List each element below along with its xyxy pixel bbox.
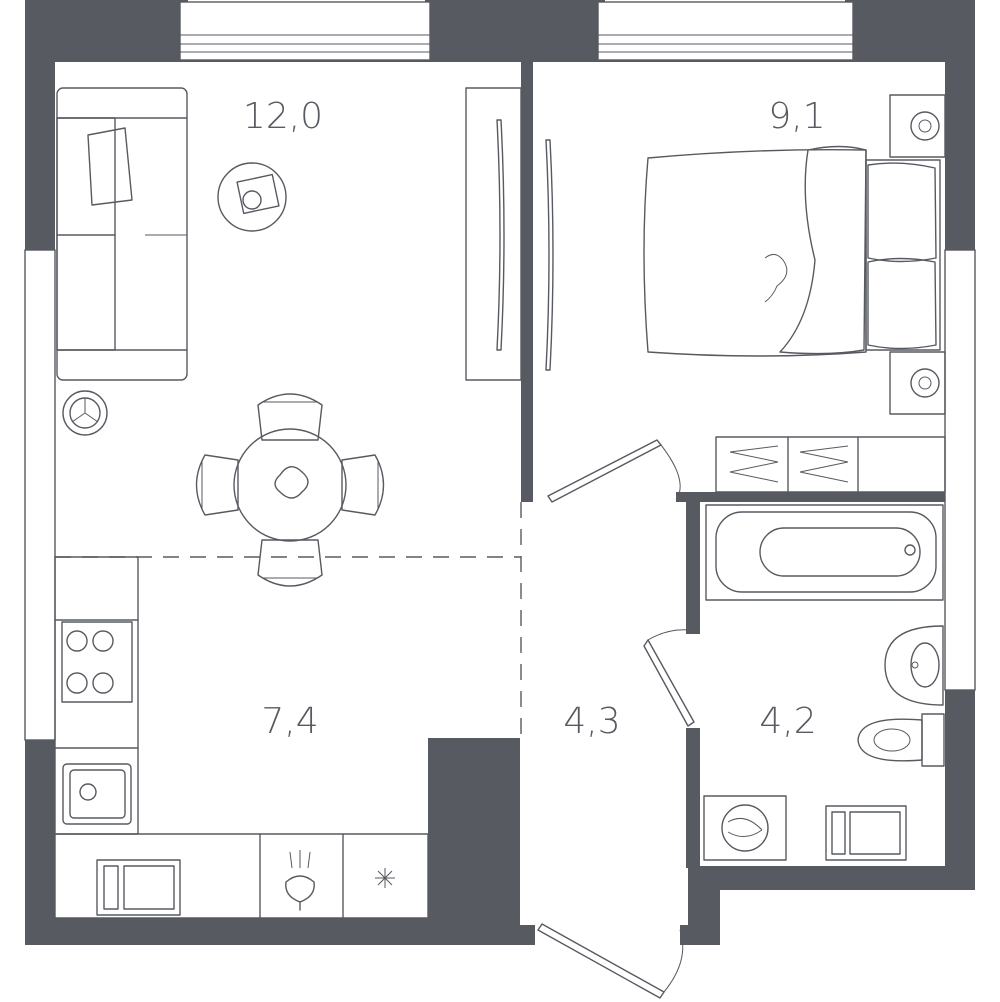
bedroom-mirror [545, 139, 554, 371]
kitchen-counter [54, 556, 429, 919]
windows [24, 1, 976, 741]
dishwasher [285, 850, 315, 911]
door-bathroom [643, 639, 695, 727]
exterior-wall [25, 0, 975, 945]
window-side-right [944, 249, 976, 691]
window-side-left [24, 249, 56, 741]
doors [537, 439, 695, 999]
sofa [56, 87, 188, 381]
tv-cabinet [465, 87, 522, 381]
bath-cabinet [825, 805, 907, 861]
bed [643, 145, 941, 357]
closet-wall-side [428, 738, 438, 923]
area-label-living: 12,0 [243, 96, 323, 137]
partition-wall-vertical [521, 62, 533, 502]
nightstand-top [889, 94, 946, 158]
hall-closet [439, 749, 519, 856]
stove [61, 621, 133, 703]
fridge [96, 859, 181, 916]
bedroom-wardrobe [715, 436, 946, 493]
chair-bottom [257, 539, 323, 587]
partition-wall-bedroom-bath [676, 492, 946, 502]
chair-top [257, 393, 323, 441]
dining-set [195, 393, 385, 587]
door-bedroom [547, 439, 662, 503]
coffee-table [217, 162, 287, 232]
floor-lamp [62, 390, 108, 436]
partition-wall-bath-hall-lower [686, 728, 700, 868]
area-label-kitchen: 7,4 [261, 701, 318, 742]
nightstand-bottom [889, 351, 946, 415]
door-entrance [537, 923, 665, 999]
chair-right [341, 454, 385, 516]
partition-wall-bath-hall [686, 492, 700, 634]
area-label-bathroom: 4,2 [759, 701, 816, 742]
chair-left [195, 454, 239, 516]
walls [25, 0, 975, 945]
window-living [179, 1, 431, 61]
closet-wall [428, 738, 520, 748]
toilet [857, 713, 945, 767]
bathroom-sink [884, 625, 944, 706]
area-label-hallway: 4,3 [563, 701, 620, 742]
bathtub [705, 504, 944, 601]
window-bedroom [597, 1, 854, 61]
area-label-bedroom: 9,1 [768, 96, 825, 137]
washing-machine [703, 795, 787, 861]
sparkle-icon [375, 868, 395, 888]
kitchen-sink [62, 763, 132, 825]
